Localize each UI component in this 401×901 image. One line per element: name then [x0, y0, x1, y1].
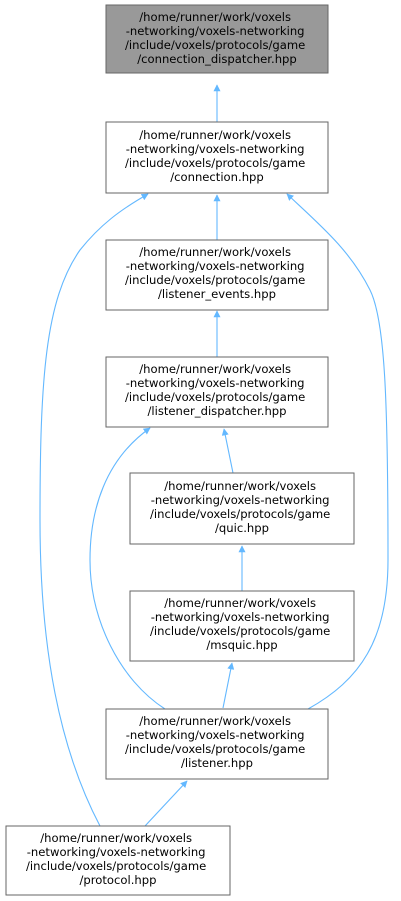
node-line: /include/voxels/protocols/game	[26, 859, 206, 873]
node-line: -networking/voxels-networking	[151, 493, 330, 507]
node-line: /msquic.hpp	[206, 638, 277, 652]
node-quic[interactable]: /home/runner/work/voxels -networking/vox…	[129, 472, 355, 545]
edge-protocol-to-listener	[144, 780, 188, 827]
node-line: /include/voxels/protocols/game	[150, 507, 330, 521]
node-protocol[interactable]: /home/runner/work/voxels -networking/vox…	[5, 825, 231, 896]
node-line: /home/runner/work/voxels	[139, 362, 291, 376]
node-line: -networking/voxels-networking	[27, 845, 206, 859]
node-line: /include/voxels/protocols/game	[125, 742, 305, 756]
edge-listener-to-connection	[286, 193, 389, 710]
node-line: /include/voxels/protocols/game	[150, 624, 330, 638]
node-line: /include/voxels/protocols/game	[125, 156, 305, 170]
node-line: -networking/voxels-networking	[151, 610, 330, 624]
svg-text:/home/runner/work/voxels: /home/runner/work/voxels -networking/vox…	[125, 128, 309, 184]
node-connection[interactable]: /home/runner/work/voxels -networking/vox…	[105, 121, 329, 194]
edge-listener-to-listener-dispatcher	[89, 427, 166, 710]
node-connection-dispatcher[interactable]: /home/runner/work/voxels -networking/vox…	[105, 4, 329, 74]
node-line: /home/runner/work/voxels	[164, 596, 316, 610]
node-listener-events[interactable]: /home/runner/work/voxels -networking/vox…	[105, 239, 329, 311]
node-line: -networking/voxels-networking	[126, 376, 305, 390]
node-line: /home/runner/work/voxels	[164, 479, 316, 493]
node-listener[interactable]: /home/runner/work/voxels -networking/vox…	[105, 708, 329, 780]
svg-text:/home/runner/work/voxels: /home/runner/work/voxels -networking/vox…	[125, 714, 309, 770]
node-line: /listener_events.hpp	[158, 287, 276, 301]
node-line: /connection.hpp	[170, 170, 264, 184]
nodes: /home/runner/work/voxels -networking/vox…	[5, 4, 355, 896]
svg-text:/home/runner/work/voxels: /home/runner/work/voxels -networking/vox…	[125, 245, 309, 301]
edges	[39, 84, 389, 827]
node-line: /home/runner/work/voxels	[139, 128, 291, 142]
svg-text:/home/runner/work/voxels: /home/runner/work/voxels -networking/vox…	[125, 10, 309, 66]
edge-quic-to-listener-dispatcher	[221, 428, 234, 474]
node-line: /quic.hpp	[215, 521, 269, 535]
node-line: /home/runner/work/voxels	[139, 245, 291, 259]
node-line: -networking/voxels-networking	[126, 142, 305, 156]
node-line: /home/runner/work/voxels	[40, 831, 192, 845]
svg-text:/home/runner/work/voxels: /home/runner/work/voxels -networking/vox…	[26, 831, 210, 887]
edge-listener-to-msquic	[222, 662, 235, 709]
node-line: /connection_dispatcher.hpp	[137, 52, 297, 66]
svg-text:/home/runner/work/voxels: /home/runner/work/voxels -networking/vox…	[150, 479, 334, 535]
node-line: /listener.hpp	[181, 756, 253, 770]
edge-protocol-to-connection	[39, 193, 149, 827]
node-line: /include/voxels/protocols/game	[125, 273, 305, 287]
node-line: /protocol.hpp	[80, 873, 157, 887]
node-line: -networking/voxels-networking	[126, 24, 305, 38]
svg-text:/home/runner/work/voxels: /home/runner/work/voxels -networking/vox…	[150, 596, 334, 652]
node-line: -networking/voxels-networking	[126, 259, 305, 273]
node-line: /home/runner/work/voxels	[139, 10, 291, 24]
node-line: /include/voxels/protocols/game	[125, 390, 305, 404]
node-line: -networking/voxels-networking	[126, 728, 305, 742]
node-line: /listener_dispatcher.hpp	[147, 404, 286, 418]
svg-text:/home/runner/work/voxels: /home/runner/work/voxels -networking/vox…	[125, 362, 309, 418]
node-msquic[interactable]: /home/runner/work/voxels -networking/vox…	[129, 590, 355, 662]
node-line: /include/voxels/protocols/game	[125, 38, 305, 52]
node-line: /home/runner/work/voxels	[139, 714, 291, 728]
node-listener-dispatcher[interactable]: /home/runner/work/voxels -networking/vox…	[105, 356, 329, 428]
